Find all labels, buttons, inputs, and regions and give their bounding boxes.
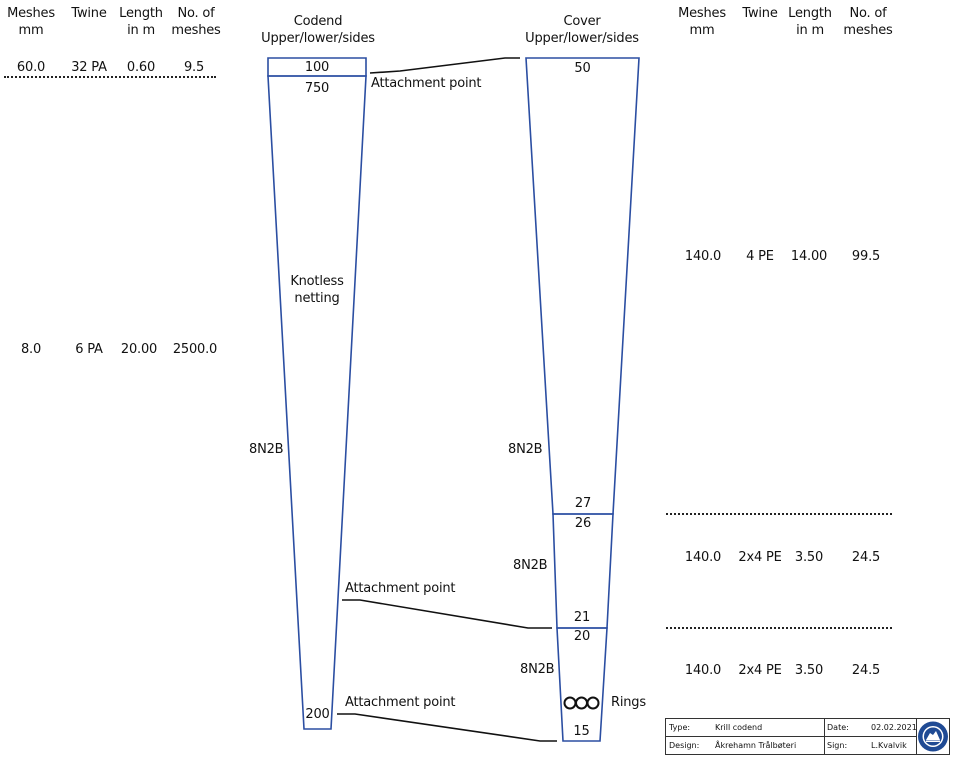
cover-section-3-bottom: 15 <box>573 724 590 739</box>
header-line: Meshes <box>678 6 726 21</box>
date-value: 02.02.2021 <box>871 723 917 732</box>
attachment-line-bottom <box>337 713 557 742</box>
codend-main-top-meshes: 750 <box>304 81 330 96</box>
header-line: in m <box>796 23 824 38</box>
codend-title-text: Codend <box>293 14 343 29</box>
right-row-2-no-meshes: 24.5 <box>851 550 881 565</box>
left-header-no-meshes: No. of meshes <box>168 5 224 39</box>
codend-subtitle-text: Upper/lower/sides <box>261 31 375 46</box>
header-line: meshes <box>843 23 893 38</box>
cover-section-2-bottom: 21 <box>573 610 591 625</box>
cover-section-1 <box>525 57 640 515</box>
right-row-divider <box>666 513 892 515</box>
left-row-2-twine: 6 PA <box>75 342 103 357</box>
header-line: mm <box>689 23 715 38</box>
title-block-vline <box>916 719 917 754</box>
cover-title-text: Cover <box>563 14 601 29</box>
header-line: meshes <box>171 23 221 38</box>
left-header-meshes: Meshes mm <box>2 5 60 39</box>
type-label: Type: <box>669 723 691 732</box>
header-line: Meshes <box>7 6 55 21</box>
right-row-3-no-meshes: 24.5 <box>851 663 881 678</box>
attachment-label-top: Attachment point <box>371 76 482 91</box>
attachment-line-top <box>369 57 520 74</box>
cover-section-1-bottom: 27 <box>574 496 592 511</box>
header-line: mm <box>18 23 44 38</box>
header-line: Length <box>788 6 832 21</box>
cover-section-1-cut: 8N2B <box>508 442 543 457</box>
sign-value: L.Kvalvik <box>871 741 907 750</box>
cover-section-3-top: 20 <box>573 629 591 644</box>
header-line: in m <box>127 23 155 38</box>
rings-icon <box>563 696 600 710</box>
company-logo-icon <box>918 721 948 752</box>
right-header-twine: Twine <box>735 5 785 22</box>
design-label: Design: <box>669 741 700 750</box>
design-value: Åkrehamn Trålbøteri <box>715 741 797 750</box>
right-header-no-meshes: No. of meshes <box>840 5 896 39</box>
header-line: No. of <box>177 6 215 21</box>
date-label: Date: <box>827 723 849 732</box>
left-row-2-meshes: 8.0 <box>20 342 42 357</box>
left-header-twine: Twine <box>64 5 114 22</box>
material-line: Knotless <box>290 274 344 289</box>
right-row-2-meshes: 140.0 <box>684 550 722 565</box>
cover-section-2-top: 26 <box>574 516 592 531</box>
cover-title: Cover Upper/lower/sides <box>512 13 652 47</box>
left-row-2-length: 20.00 <box>120 342 158 357</box>
left-row-1-meshes: 60.0 <box>16 60 46 75</box>
title-block: Type: Krill codend Date: 02.02.2021 Desi… <box>665 718 950 755</box>
right-row-1-length: 14.00 <box>790 249 828 264</box>
right-row-3-twine: 2x4 PE <box>738 663 782 678</box>
attachment-label-bottom: Attachment point <box>345 695 456 710</box>
right-row-2-length: 3.50 <box>794 550 824 565</box>
right-header-meshes: Meshes mm <box>673 5 731 39</box>
attachment-label-mid: Attachment point <box>345 581 456 596</box>
codend-bottom-meshes: 200 <box>305 707 330 722</box>
rings-label: Rings <box>611 695 646 710</box>
left-row-2-no-meshes: 2500.0 <box>172 342 218 357</box>
left-header-length: Length in m <box>116 5 166 39</box>
codend-cut-label: 8N2B <box>249 442 284 457</box>
left-row-1-length: 0.60 <box>126 60 156 75</box>
cover-section-3 <box>556 627 608 742</box>
right-header-length: Length in m <box>785 5 835 39</box>
codend-title: Codend Upper/lower/sides <box>248 13 388 47</box>
right-row-1-meshes: 140.0 <box>684 249 722 264</box>
cover-subtitle-text: Upper/lower/sides <box>525 31 639 46</box>
material-line: netting <box>294 291 340 306</box>
right-row-divider <box>666 627 892 629</box>
header-line: Length <box>119 6 163 21</box>
header-line: Twine <box>742 6 778 21</box>
cover-section-3-cut: 8N2B <box>520 662 555 677</box>
left-row-divider <box>4 76 216 78</box>
codend-top-meshes: 100 <box>304 60 330 75</box>
codend-material-label: Knotless netting <box>270 273 364 307</box>
title-block-row-type: Type: Krill codend Date: 02.02.2021 <box>666 719 917 736</box>
attachment-line-mid <box>342 599 552 629</box>
cover-section-2-cut: 8N2B <box>513 558 548 573</box>
right-row-1-no-meshes: 99.5 <box>851 249 881 264</box>
type-value: Krill codend <box>715 723 763 732</box>
codend-main-section <box>267 75 367 730</box>
title-block-hline <box>666 736 916 737</box>
right-row-1-twine: 4 PE <box>746 249 774 264</box>
right-row-3-meshes: 140.0 <box>684 663 722 678</box>
sign-label: Sign: <box>827 741 848 750</box>
right-row-2-twine: 2x4 PE <box>738 550 782 565</box>
title-block-vline <box>824 719 825 754</box>
header-line: No. of <box>849 6 887 21</box>
title-block-row-design: Design: Åkrehamn Trålbøteri Sign: L.Kval… <box>666 737 916 754</box>
header-line: Twine <box>71 6 107 21</box>
cover-section-1-top: 50 <box>574 61 591 76</box>
left-row-1-no-meshes: 9.5 <box>183 60 205 75</box>
right-row-3-length: 3.50 <box>794 663 824 678</box>
left-row-1-twine: 32 PA <box>71 60 107 75</box>
